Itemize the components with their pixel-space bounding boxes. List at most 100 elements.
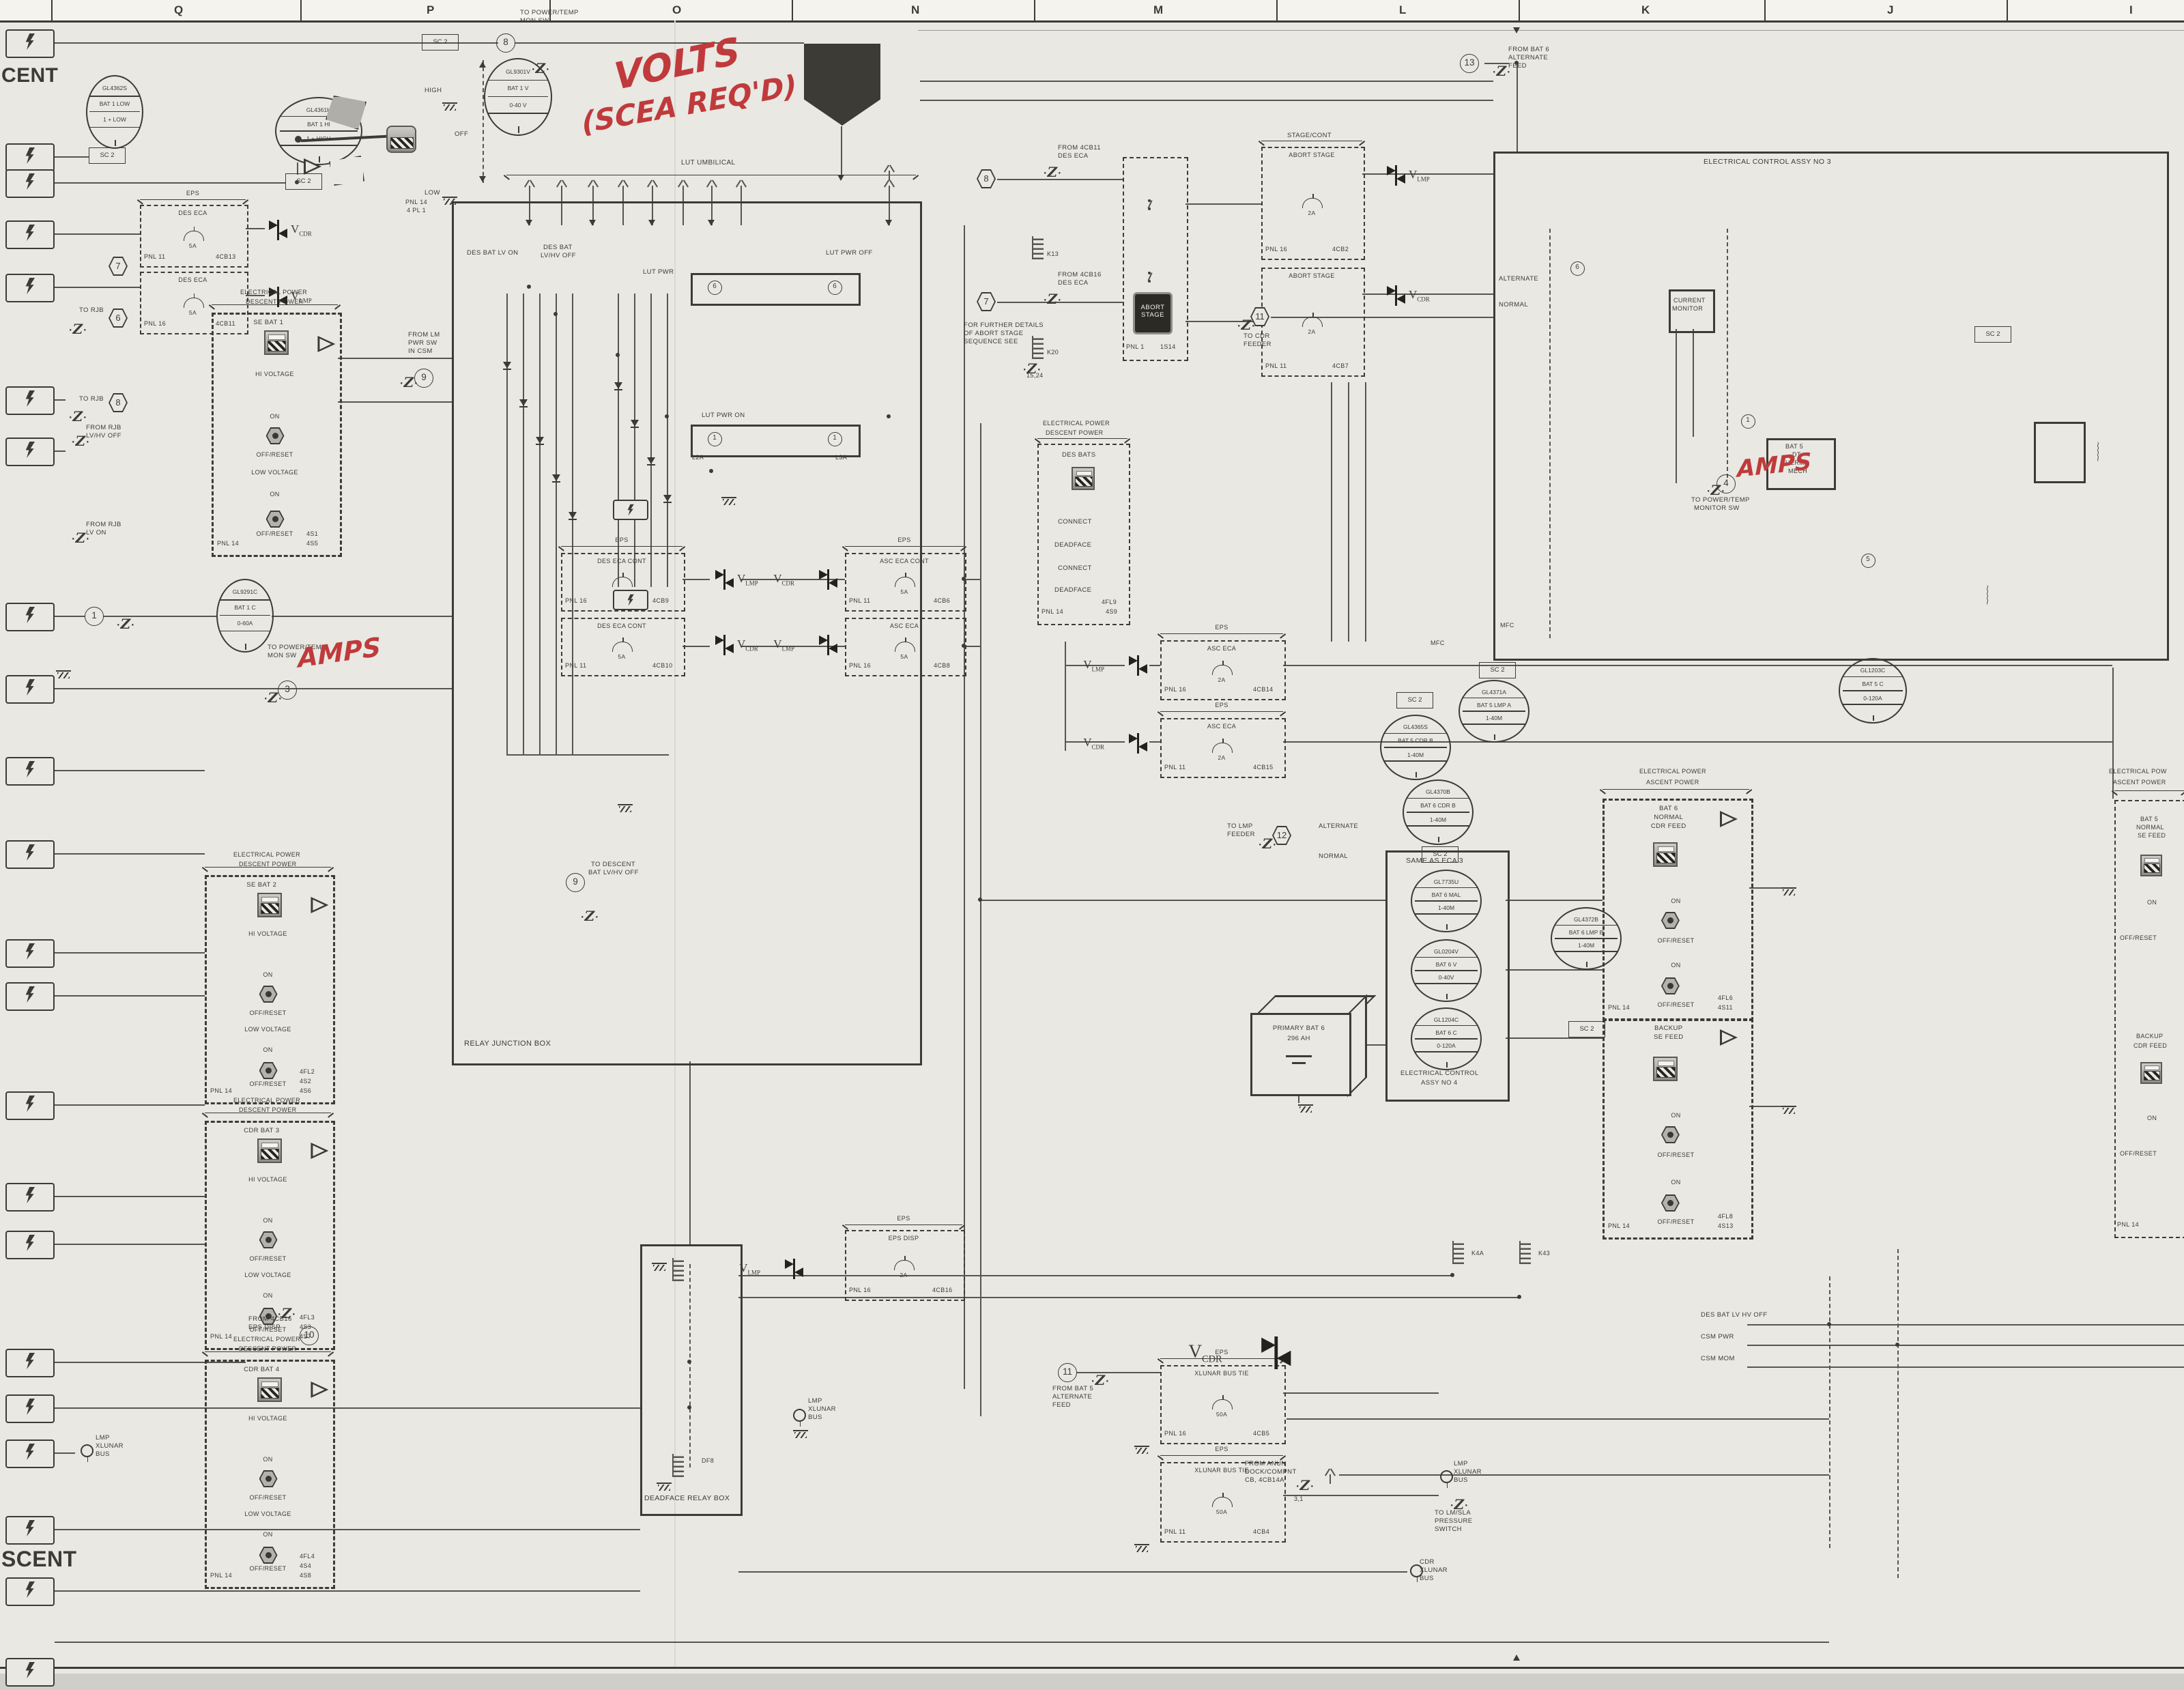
wire — [1348, 382, 1349, 642]
label: 1S14 — [1160, 343, 1176, 350]
label: SEQUENCE SEE — [964, 338, 1018, 345]
balloon-divider — [279, 115, 358, 117]
label: ELECTRICAL POWER — [240, 289, 308, 296]
label: PNL 14 — [2117, 1221, 2140, 1228]
label: ELECTRICAL POWER — [233, 1336, 301, 1343]
wire — [55, 853, 205, 855]
zone-z-symbol: Z — [1450, 1496, 1469, 1513]
zone-z-symbol: Z — [1043, 164, 1062, 180]
label: LMP — [1454, 1460, 1468, 1467]
balloon-divider — [1463, 697, 1525, 699]
flag-icon — [1395, 165, 1397, 186]
label: ELECTRICAL POWER — [233, 851, 301, 858]
flag-label: VCDR — [773, 572, 794, 587]
edge-connector — [5, 169, 55, 198]
label: CB, 4CB14A — [1245, 1476, 1284, 1484]
label: ALTERNATE — [1052, 1393, 1093, 1401]
sc2-box: SC 2 — [89, 147, 126, 164]
label: HIGH — [425, 87, 442, 94]
label: K20 — [1047, 349, 1059, 356]
zone-z-symbol: Z — [1258, 835, 1277, 852]
breaker-box — [1160, 1365, 1286, 1444]
label: L3A — [835, 454, 848, 461]
label: DF8 — [702, 1457, 715, 1464]
label: DES ECA — [1058, 152, 1089, 160]
ground-symbol — [1134, 1544, 1149, 1553]
diode-symbol — [569, 512, 577, 520]
grid-tick — [549, 0, 551, 20]
power-module-label: ON — [263, 1292, 273, 1299]
wire — [1186, 203, 1261, 205]
label: TO LMP — [1227, 822, 1253, 830]
label: TO CDR — [1244, 332, 1270, 340]
flag-icon — [785, 1259, 794, 1269]
breaker-panel: PNL 11 — [849, 597, 871, 604]
power-module-code: 4FL8 — [1718, 1213, 1734, 1220]
arrow-down — [1513, 27, 1520, 33]
talkback-indicator — [1653, 1057, 1678, 1081]
wire — [55, 1642, 1829, 1643]
wire — [556, 293, 557, 754]
grid-tick — [1276, 0, 1278, 20]
balloon-divider — [1415, 913, 1478, 915]
label: LOW — [425, 189, 440, 197]
breaker-title: XLUNAR BUS TIE — [1194, 1370, 1249, 1377]
power-module-label: ON — [1671, 962, 1681, 969]
arrow-down — [885, 220, 892, 226]
label: ELECTRICAL POWER — [233, 1097, 301, 1104]
label: THERMO — [1781, 459, 1810, 466]
label: TO POWER/TEMP — [520, 9, 579, 16]
top-rule-2 — [918, 30, 2184, 31]
power-module-label: ON — [1671, 898, 1681, 904]
flag-icon — [1387, 286, 1396, 296]
wire — [592, 186, 594, 225]
breaker-panel: PNL 11 — [565, 662, 587, 669]
label: PNL 14 — [1041, 608, 1064, 615]
ref-circle: 6 — [827, 280, 842, 295]
diode-symbol — [519, 399, 528, 407]
wire — [55, 1196, 205, 1197]
sc2-box: SC 2 — [1568, 1021, 1605, 1037]
power-module-title: CDR BAT 3 — [244, 1127, 280, 1134]
wire — [622, 186, 624, 225]
dashed-box — [2114, 800, 2184, 1238]
label: MONITOR — [1672, 305, 1704, 312]
ground-symbol — [721, 497, 736, 506]
ref-circle: 1 — [1740, 414, 1755, 429]
flag-icon — [715, 635, 724, 645]
breaker-code: 4CB11 — [216, 320, 235, 327]
wire — [1506, 969, 1603, 971]
battery-plate-long — [1286, 1055, 1312, 1057]
wire — [667, 293, 668, 587]
breaker-box — [845, 553, 966, 612]
power-module-label: OFF/RESET — [249, 1080, 287, 1087]
flag-icon — [1395, 285, 1397, 306]
bracket — [845, 1224, 962, 1229]
label: NORMAL — [1319, 853, 1349, 860]
flag-icon — [819, 635, 828, 645]
balloon-text: 0-120A — [1437, 1042, 1456, 1050]
bracket-label: EPS — [1215, 1446, 1228, 1452]
label: MFC — [1431, 640, 1445, 646]
balloon-text: GL7735U — [1433, 878, 1459, 885]
label: TO LM/SLA — [1435, 1509, 1471, 1517]
grid-letter: Q — [174, 3, 184, 16]
label: DESCENT POWER — [239, 861, 297, 868]
wire — [738, 1571, 1407, 1573]
solid-box — [691, 273, 861, 306]
wire — [483, 60, 485, 183]
balloon-text: GL4365S — [1403, 724, 1428, 731]
handwritten-annotation: AMPS — [297, 631, 382, 674]
breaker-panel: PNL 11 — [1164, 1528, 1186, 1535]
label: STAGE/CONT — [1287, 132, 1332, 139]
label: 4 PL 1 — [407, 207, 427, 214]
label: FROM ANUN — [1245, 1460, 1287, 1467]
flag-icon — [725, 578, 734, 588]
edge-connector — [5, 1091, 55, 1120]
breaker-amps: 50A — [1216, 1508, 1228, 1515]
breaker-title: XLUNAR BUS TIE — [1194, 1467, 1249, 1474]
label: FROM 4CB16 — [248, 1315, 292, 1323]
power-module-label: OFF/RESET — [249, 1326, 287, 1333]
edge-connector — [5, 1394, 55, 1423]
